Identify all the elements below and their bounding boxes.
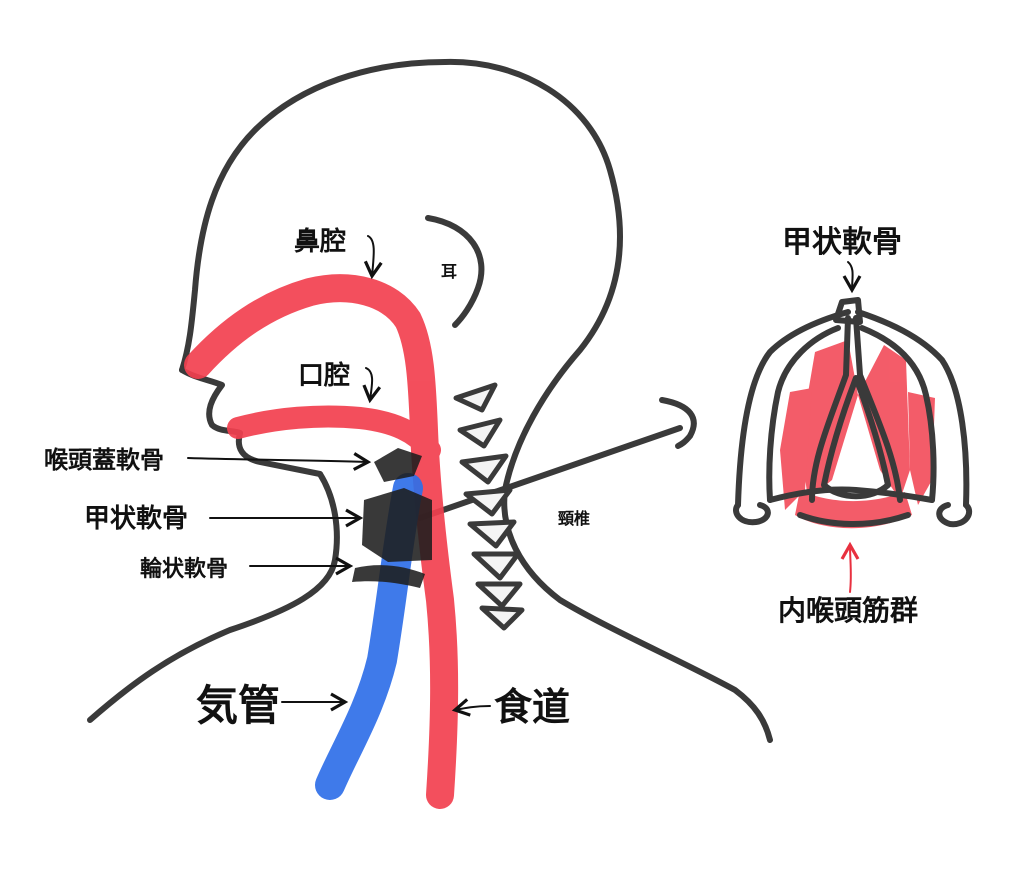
label-intrinsic-laryngeal-muscles: 内喉頭筋群: [778, 594, 918, 627]
label-cervical-spine: 頸椎: [558, 509, 590, 528]
thyroid-cartilage-shape: [362, 488, 432, 562]
arrow-esophagus: [451, 698, 491, 717]
arrow-epiglottis: [187, 452, 372, 471]
cricoid-cartilage-shape: [352, 565, 425, 588]
ear-shape: [425, 215, 485, 328]
cervical-spine: [453, 382, 525, 631]
label-esophagus: 食道: [494, 685, 570, 729]
arrow-oral-cavity: [362, 367, 382, 404]
label-arrows: [187, 235, 862, 717]
label-ear: 耳: [441, 262, 457, 281]
arrow-detail-thyroid: [842, 261, 862, 294]
esophagus-tract: [184, 274, 459, 809]
head-outline: [87, 58, 773, 743]
epiglottis-shape: [374, 448, 422, 482]
label-oral-cavity: 口腔: [298, 361, 350, 391]
label-detail-thyroid-cartilage: 甲状軟骨: [782, 225, 902, 260]
label-nasal-cavity: 鼻腔: [294, 227, 346, 257]
label-cricoid-cartilage: 輪状軟骨: [140, 556, 228, 582]
laryngeal-cartilages: [352, 448, 432, 588]
larynx-detail-view: [733, 297, 973, 529]
label-epiglottis: 喉頭蓋軟骨: [44, 446, 164, 474]
arrow-nasal-cavity: [363, 235, 383, 280]
label-trachea: 気管: [196, 681, 280, 730]
label-thyroid-cartilage: 甲状軟骨: [84, 503, 188, 534]
detail-connector-line: [417, 397, 697, 521]
arrow-intrinsic-muscles: [840, 541, 860, 593]
